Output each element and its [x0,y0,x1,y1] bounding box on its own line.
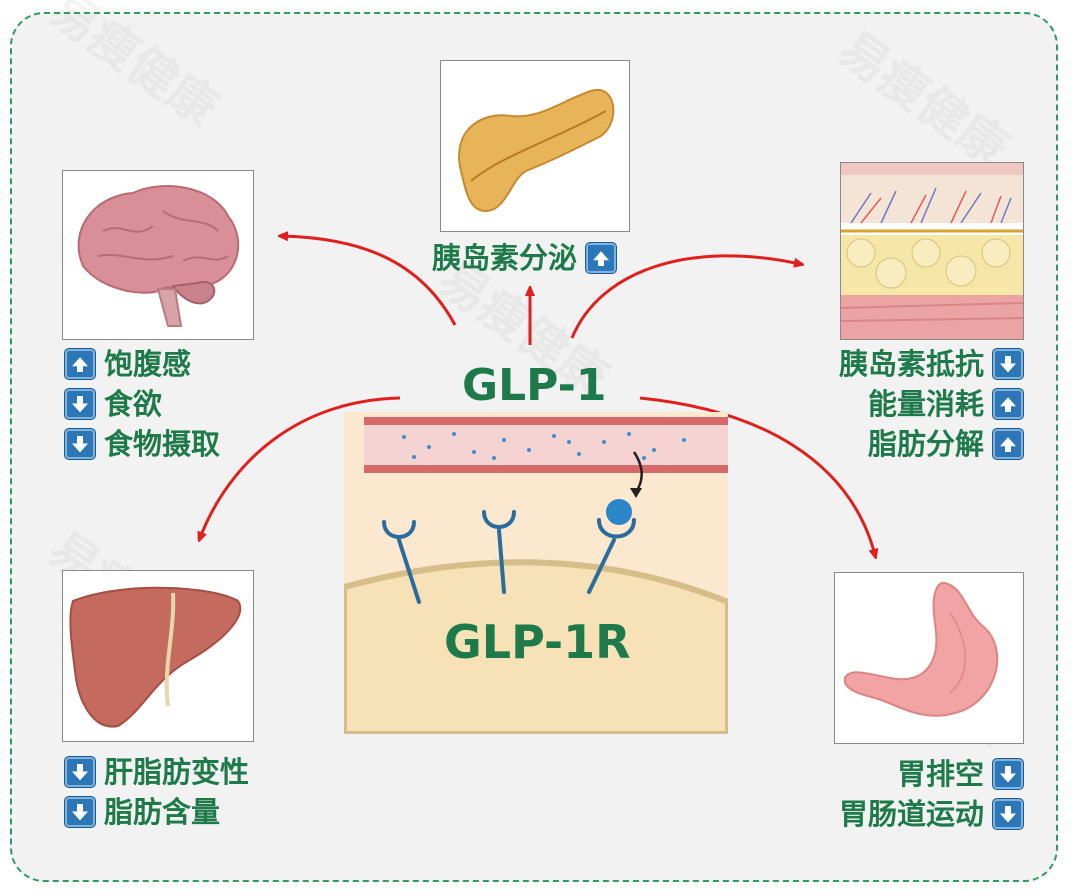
down-arrow-icon [64,428,96,460]
pancreas-text: 胰岛素分泌 [432,241,578,275]
liver-item-2: 脂肪含量 [64,792,220,832]
brain-item-1: 饱腹感 [64,344,191,384]
down-arrow-icon [992,348,1024,380]
brain-image [62,170,254,340]
stomach-item-text: 胃肠道运动 [838,797,984,831]
stomach-item-1: 胃排空 [760,754,1024,794]
up-arrow-icon [64,348,96,380]
down-arrow-icon [992,798,1024,830]
liver-item-1: 肝脂肪变性 [64,752,249,792]
brain-item-2: 食欲 [64,384,162,424]
up-arrow-icon [992,388,1024,420]
up-arrow-icon [992,428,1024,460]
fat-item-1: 胰岛素抵抗 [760,344,1024,384]
arrow-to-stomach [639,396,875,555]
liver-image [62,570,254,742]
fat-item-text: 胰岛素抵抗 [838,347,984,381]
brain-item-text: 食欲 [104,387,163,421]
down-arrow-icon [992,758,1024,790]
pancreas-label: 胰岛素分泌 [432,238,618,278]
fat-tissue-icon [841,163,1023,339]
stomach-image [834,572,1024,744]
down-arrow-icon [64,796,96,828]
fat-item-text: 脂肪分解 [867,427,984,461]
pancreas-image [440,60,630,232]
glp1r-title: GLP-1R [444,615,631,669]
arrow-to-fat [570,254,800,339]
liver-item-text: 脂肪含量 [104,795,221,829]
fat-tissue-image [840,162,1024,340]
stomach-item-text: 胃排空 [896,757,984,791]
stomach-item-2: 胃肠道运动 [760,794,1024,834]
down-arrow-icon [64,388,96,420]
stomach-icon [843,581,999,717]
brain-item-text: 食物摄取 [104,427,221,461]
fat-item-3: 脂肪分解 [760,424,1024,464]
liver-icon [69,586,241,728]
cell-receptor-diagram [344,412,728,734]
down-arrow-icon [64,756,96,788]
pancreas-icon [458,88,615,213]
brain-item-3: 食物摄取 [64,424,220,464]
arrow-to-brain [282,236,457,326]
fat-item-text: 能量消耗 [867,387,984,421]
liver-item-text: 肝脂肪变性 [104,755,250,789]
brain-item-text: 饱腹感 [104,347,192,381]
glp1-title: GLP-1 [462,360,607,411]
up-arrow-icon [585,242,618,274]
brain-icon [77,185,240,327]
fat-item-2: 能量消耗 [760,384,1024,424]
arrow-to-liver [200,396,401,538]
